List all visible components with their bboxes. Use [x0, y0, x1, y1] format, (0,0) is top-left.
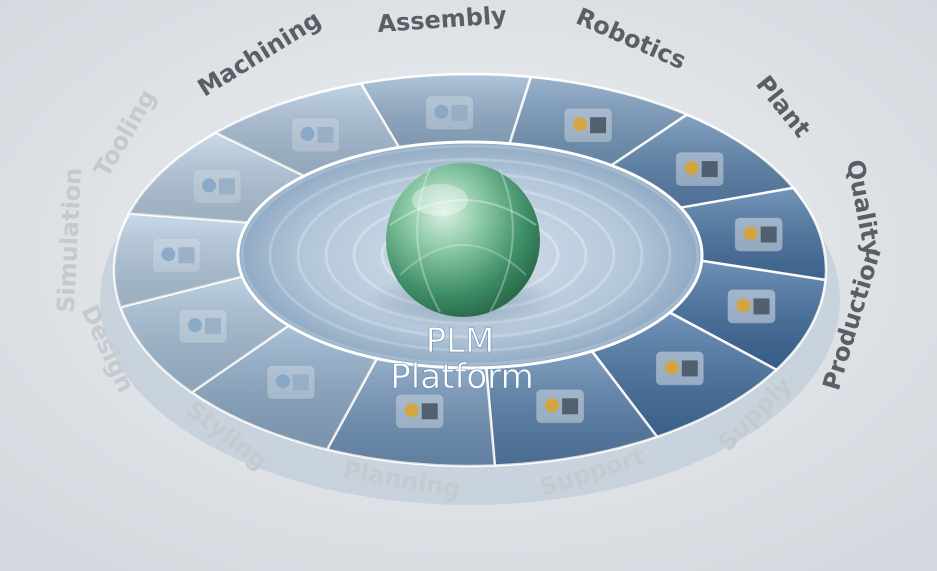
car-design-icon: [178, 308, 228, 344]
assembly-line-icon: [425, 95, 474, 131]
center-title-line1: PLM: [426, 321, 495, 361]
simulation-part-icon: [151, 237, 201, 273]
plant-cell-icon: [675, 151, 725, 187]
quality-chart-icon: [734, 217, 784, 252]
plm-sphere-icon: [386, 163, 540, 317]
jet-aircraft-icon: [535, 388, 585, 424]
disc-ripple: [268, 158, 672, 352]
sports-car-icon: [266, 364, 316, 400]
vehicle-chassis-icon: [655, 350, 705, 386]
planning-laptop-icon: [395, 393, 445, 429]
tooling-mold-icon: [192, 168, 242, 204]
production-monitor-icon: [727, 288, 776, 324]
robot-arm-icon: [563, 107, 613, 143]
disc-ripple: [240, 144, 700, 366]
ring-segment-gloss: [669, 260, 826, 370]
ring-segment-gloss: [120, 276, 289, 393]
machining-center-icon: [291, 117, 340, 153]
ring-segments: [112, 72, 828, 468]
center-title-line2: Platform: [390, 357, 533, 397]
